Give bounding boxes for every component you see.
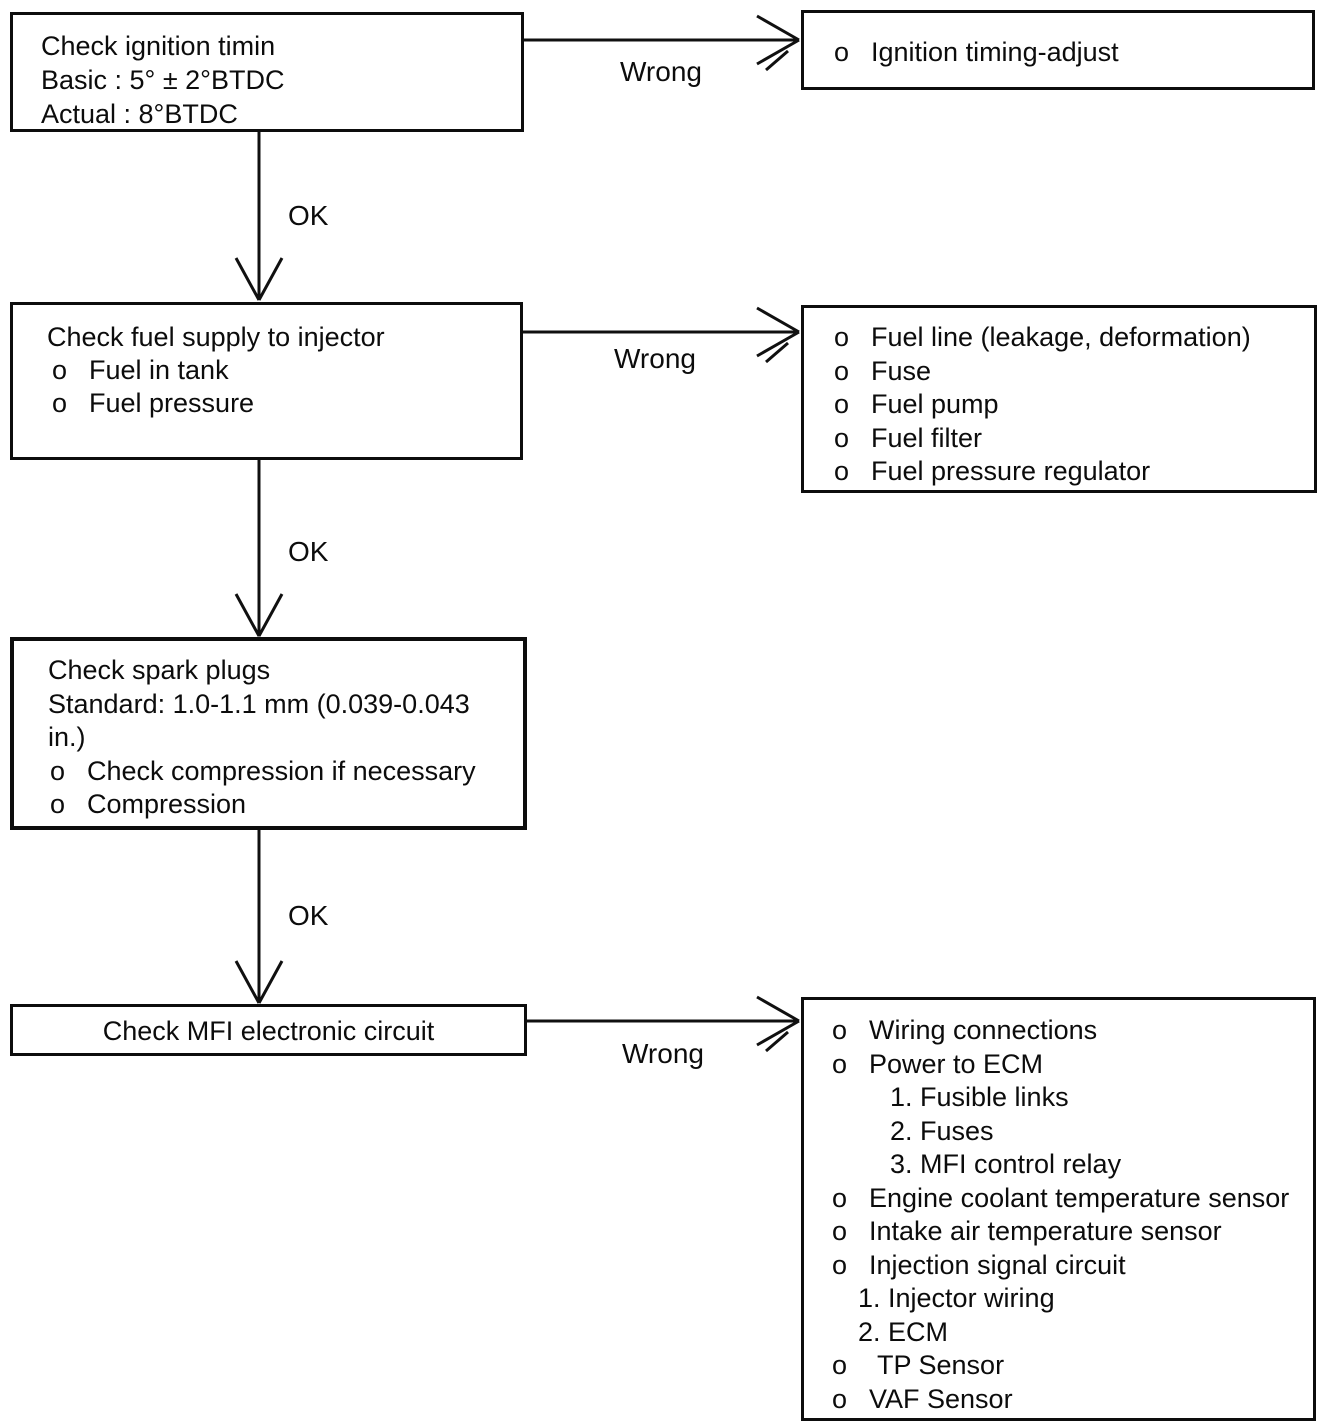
node-text-line: Basic : 5° ± 2°BTDC (41, 65, 285, 95)
bullet: o (834, 456, 850, 486)
bullet: o (832, 1216, 848, 1246)
list-item-text: Wiring connections (869, 1015, 1098, 1045)
list-item: o TP Sensor (832, 1349, 1305, 1383)
node-text-line: Check spark plugs (48, 655, 271, 685)
edge-label-ok-1: OK (288, 200, 329, 231)
list-item: o Fuel pressure (52, 387, 504, 420)
list-item: o Power to ECM (832, 1048, 1305, 1082)
list-item-text: Fuse (871, 355, 932, 386)
list-item-text: Power to ECM (869, 1048, 1044, 1079)
bullet: o (52, 355, 68, 385)
list-subitem: 1. Fusible links (890, 1081, 1305, 1115)
list-subitem: 2. Fuses (890, 1115, 1305, 1149)
bullet: o (834, 37, 850, 67)
list-item: o Check compression if necessary (50, 755, 507, 789)
list-item-text: 2. Fuses (890, 1115, 994, 1146)
list-item: o Fuel in tank (52, 354, 504, 387)
node-fuel-remedy: o Fuel line (leakage, deformation) o Fus… (801, 305, 1317, 493)
list-item-text: Fuel pressure (89, 388, 255, 418)
list-item-text: Fuel line (leakage, deformation) (871, 322, 1251, 352)
node-check-ignition-timing: Check ignition timin Basic : 5° ± 2°BTDC… (10, 12, 524, 132)
bullet: o (834, 355, 850, 386)
arrow-wrong-mfi (527, 995, 800, 1053)
node-check-fuel-supply: Check fuel supply to injector o Fuel in … (10, 302, 523, 460)
list-item-text: 3. MFI control relay (890, 1149, 1122, 1179)
list-item: o VAF Sensor (832, 1383, 1305, 1417)
node-text-line: Check ignition timin (41, 31, 276, 61)
list-item: o Injection signal circuit (832, 1249, 1305, 1283)
list-item-text: VAF Sensor (869, 1383, 1013, 1414)
list-item-text: 1. Injector wiring (858, 1283, 1055, 1313)
node-text-line: Actual : 8°BTDC (41, 99, 238, 129)
node-check-spark-plugs: Check spark plugs Standard: 1.0-1.1 mm (… (10, 637, 527, 830)
bullet: o (834, 422, 850, 453)
list-item-text: Intake air temperature sensor (869, 1216, 1222, 1246)
list-subitem: 2. ECM (858, 1316, 1305, 1350)
bullet: o (50, 755, 66, 786)
list-item-text: TP Sensor (877, 1350, 1005, 1380)
bullet: o (832, 1249, 848, 1280)
list-item-text: Fuel filter (871, 422, 983, 453)
list-item: o Wiring connections (832, 1014, 1305, 1048)
bullet: o (834, 389, 850, 419)
list-item-text: Fuel pressure regulator (871, 456, 1151, 486)
list-item-text: Fuel in tank (89, 355, 229, 385)
edge-label-wrong-1: Wrong (620, 56, 702, 87)
bullet: o (832, 1048, 848, 1079)
list-item: o Compression (50, 788, 507, 822)
node-mfi-remedy: o Wiring connections o Power to ECM 1. F… (801, 997, 1316, 1421)
bullet: o (52, 388, 68, 418)
list-item: o Fuel pump (834, 388, 1304, 422)
bullet: o (834, 322, 850, 352)
node-title: Check MFI electronic circuit (102, 1016, 435, 1046)
edge-label-ok-2: OK (288, 536, 329, 567)
list-item-text: Check compression if necessary (87, 755, 476, 786)
node-text-line: Standard: 1.0-1.1 mm (0.039-0.043 (48, 688, 470, 719)
node-check-mfi-circuit: Check MFI electronic circuit (10, 1004, 527, 1056)
list-item: o Ignition timing-adjust (834, 35, 1302, 69)
list-item: o Fuel line (leakage, deformation) (834, 321, 1304, 355)
arrow-wrong-fuel (523, 306, 800, 364)
list-item-text: Engine coolant temperature sensor (869, 1182, 1290, 1213)
list-subitem: 3. MFI control relay (890, 1148, 1305, 1182)
list-item-text: Injection signal circuit (869, 1249, 1126, 1280)
list-item: o Fuse (834, 355, 1304, 389)
node-text-line: in.) (48, 722, 86, 752)
arrow-ok-ignition (234, 132, 284, 301)
bullet: o (832, 1182, 848, 1213)
edge-label-wrong-3: Wrong (622, 1038, 704, 1069)
bullet: o (832, 1015, 848, 1045)
arrow-ok-spark (234, 830, 284, 1004)
arrow-wrong-ignition (524, 14, 800, 72)
list-item: o Fuel filter (834, 422, 1304, 456)
list-item-text: Compression (87, 789, 247, 819)
list-item-text: Ignition timing-adjust (871, 37, 1119, 67)
edge-label-wrong-2: Wrong (614, 343, 696, 374)
list-item: o Fuel pressure regulator (834, 455, 1304, 489)
list-item: o Engine coolant temperature sensor (832, 1182, 1305, 1216)
list-item-text: 1. Fusible links (890, 1082, 1069, 1112)
bullet: o (50, 789, 66, 819)
arrow-ok-fuel (234, 460, 284, 637)
list-item: o Intake air temperature sensor (832, 1215, 1305, 1249)
bullet: o (832, 1383, 848, 1414)
list-subitem: 1. Injector wiring (858, 1282, 1305, 1316)
node-title: Check fuel supply to injector (47, 322, 385, 352)
list-item-text: 2. ECM (858, 1316, 949, 1347)
list-item-text: Fuel pump (871, 389, 999, 419)
bullet: o (832, 1350, 848, 1380)
node-ignition-remedy: o Ignition timing-adjust (801, 10, 1315, 90)
edge-label-ok-3: OK (288, 900, 329, 931)
